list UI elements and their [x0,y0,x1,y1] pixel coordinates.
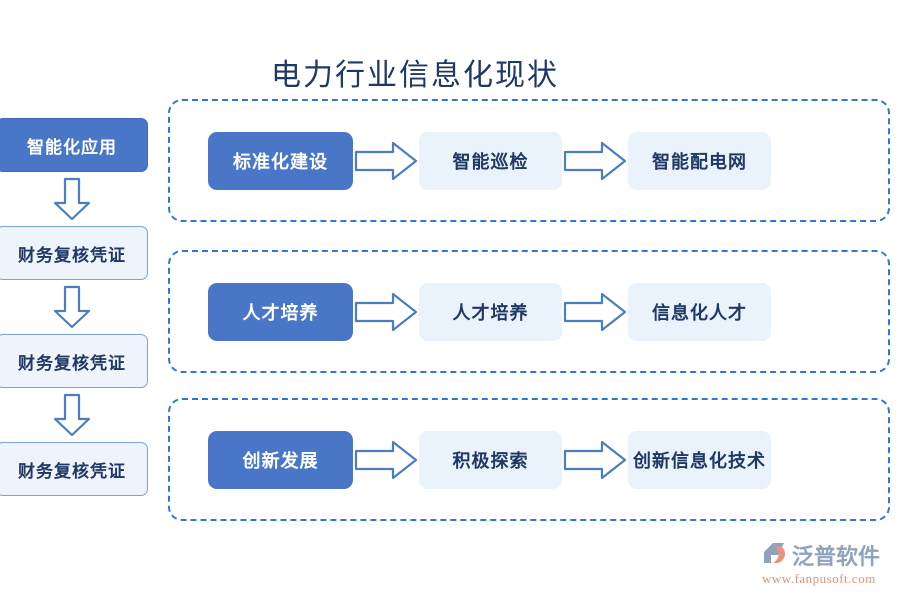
sidebar-step-label: 财务复核凭证 [18,461,126,481]
page-title: 电力行业信息化现状 [271,59,559,92]
process-stage-light[interactable]: 创新信息化技术 [628,430,771,489]
process-stage-light[interactable]: 智能巡检 [419,131,562,190]
process-stage-light[interactable]: 信息化人才 [628,282,771,341]
arrow-down-icon [52,285,92,329]
watermark-url: www.fanpusoft.com [762,571,876,586]
fanpu-logo-icon [760,541,790,569]
process-stage-label: 创新信息化技术 [633,450,766,471]
arrow-right-icon [353,291,419,333]
process-row-container: 标准化建设 智能巡检 智能配电网 [168,99,890,222]
arrow-down-icon [52,177,92,221]
sidebar-step-box[interactable]: 财务复核凭证 [0,442,148,496]
arrow-right-icon [562,140,628,182]
sidebar-step-box[interactable]: 财务复核凭证 [0,226,148,280]
sidebar-step-label: 财务复核凭证 [18,245,126,265]
arrow-right-icon [353,439,419,481]
sidebar-step-box[interactable]: 财务复核凭证 [0,334,148,388]
process-stage-label: 标准化建设 [233,151,328,172]
process-stage-light[interactable]: 智能配电网 [628,131,771,190]
sidebar-flow: 智能化应用 财务复核凭证 财务复核凭证 财务复核凭证 [0,118,160,496]
arrow-right-icon [353,140,419,182]
process-stage-label: 智能配电网 [652,151,747,172]
process-stage-label: 积极探索 [452,450,529,471]
process-row-container: 人才培养 人才培养 信息化人才 [168,250,890,373]
process-stage-light[interactable]: 人才培养 [419,282,562,341]
sidebar-step-label: 财务复核凭证 [18,353,126,373]
process-stage-label: 创新发展 [242,450,319,471]
process-stage-label: 智能巡检 [452,151,529,172]
process-stage-label: 人才培养 [452,302,529,323]
arrow-down-icon [52,393,92,437]
process-stage-label: 人才培养 [242,302,319,323]
process-stage-label: 信息化人才 [652,302,747,323]
arrow-right-icon [562,291,628,333]
process-row-container: 创新发展 积极探索 创新信息化技术 [168,398,890,521]
sidebar-header-label: 智能化应用 [27,137,117,157]
process-stage-primary[interactable]: 创新发展 [208,430,353,489]
arrow-right-icon [562,439,628,481]
watermark: 泛普软件 www.fanpusoft.com [760,540,895,592]
sidebar-header-box[interactable]: 智能化应用 [0,118,148,172]
process-stage-light[interactable]: 积极探索 [419,430,562,489]
watermark-brand: 泛普软件 [792,544,881,569]
process-stage-primary[interactable]: 标准化建设 [208,131,353,190]
process-stage-primary[interactable]: 人才培养 [208,282,353,341]
